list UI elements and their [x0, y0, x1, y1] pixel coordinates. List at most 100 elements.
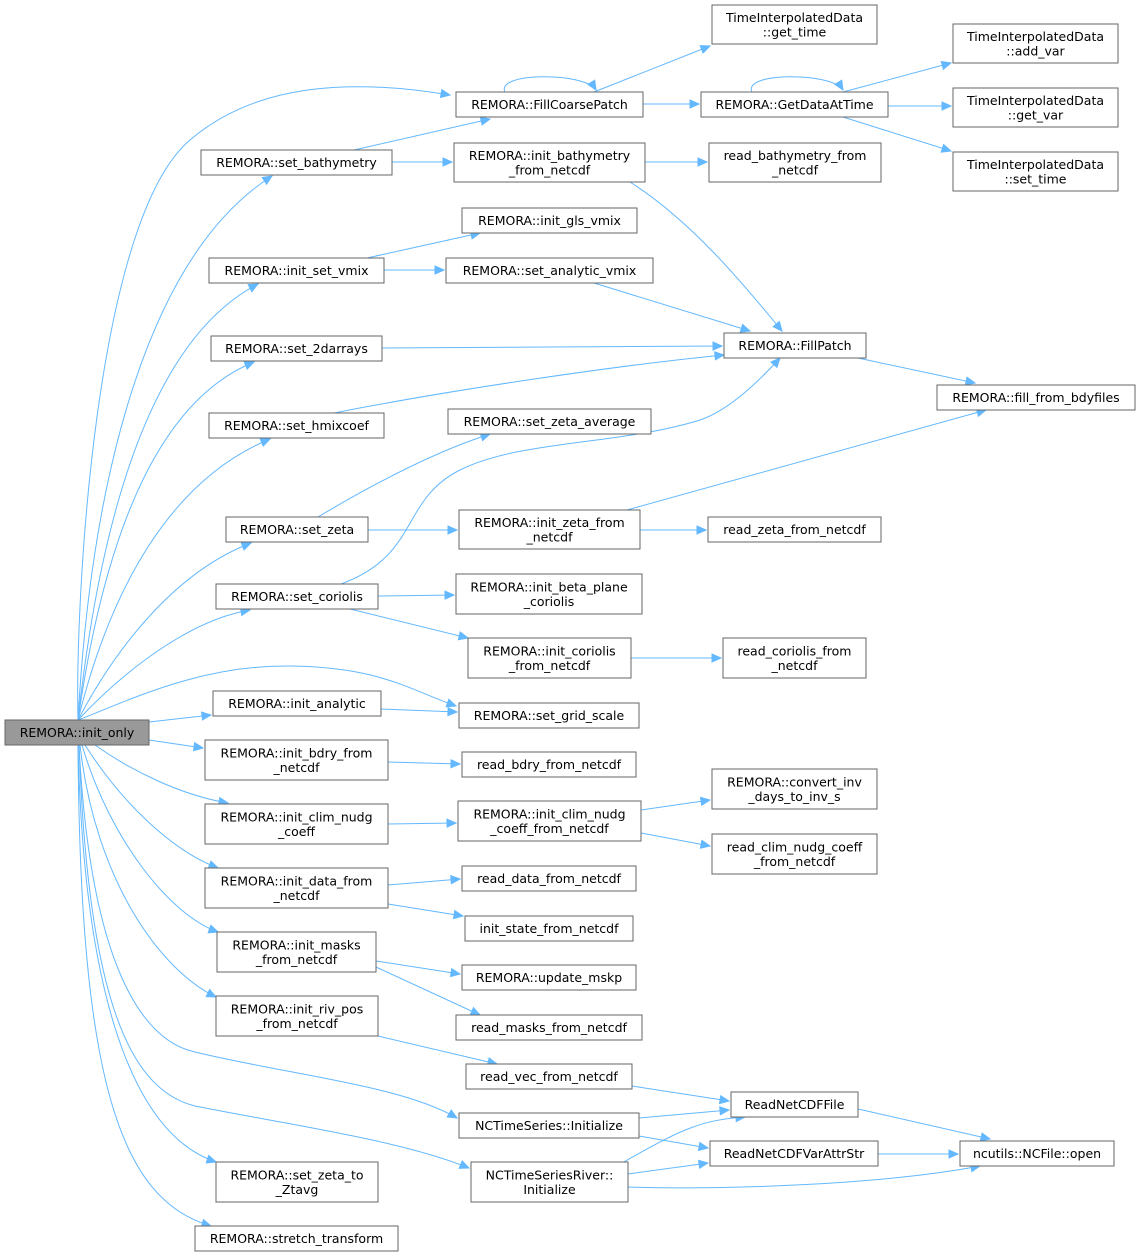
node-convert_inv[interactable]: REMORA::convert_inv_days_to_inv_s [711, 768, 878, 810]
node-fillpatch[interactable]: REMORA::FillPatch [723, 332, 867, 359]
node-set_coriolis[interactable]: REMORA::set_coriolis [215, 583, 379, 610]
node-box [4, 719, 150, 746]
edge-fill_coarse-to-tid_get_time [593, 45, 711, 93]
node-tid_get_time[interactable]: TimeInterpolatedData::get_time [711, 4, 878, 45]
node-tid_add_var[interactable]: TimeInterpolatedData::add_var [952, 23, 1119, 64]
node-set_2darrays[interactable]: REMORA::set_2darrays [210, 335, 383, 362]
node-read_bdry_nc[interactable]: read_bdry_from_netcdf [461, 751, 637, 778]
node-init_masks_nc[interactable]: REMORA::init_masks_from_netcdf [216, 931, 377, 973]
node-init_only[interactable]: REMORA::init_only [4, 719, 150, 746]
node-init_clim_nudg[interactable]: REMORA::init_clim_nudg_coeff [204, 803, 389, 845]
node-label: TimeInterpolatedData [966, 29, 1104, 44]
node-box [457, 800, 642, 842]
arrowhead-init_analytic [201, 711, 213, 721]
node-label: REMORA::init_only [20, 725, 135, 740]
node-box [212, 690, 382, 717]
arrowhead-tid_get_time [699, 45, 712, 54]
node-label: read_coriolis_from [738, 643, 852, 658]
node-read_masks_nc[interactable]: read_masks_from_netcdf [455, 1014, 643, 1041]
node-label: _coeff_from_netcdf [489, 821, 609, 836]
node-set_zeta_ztavg[interactable]: REMORA::set_zeta_to_Ztavg [215, 1161, 379, 1203]
node-read_data_nc[interactable]: read_data_from_netcdf [461, 865, 637, 892]
node-label: REMORA::convert_inv [727, 774, 862, 789]
node-box [455, 91, 644, 118]
arrowhead-read_netcdf_file [718, 1094, 731, 1105]
node-init_clim_nudg_nc[interactable]: REMORA::init_clim_nudg_coeff_from_netcdf [457, 800, 642, 842]
node-label: ReadNetCDFFile [745, 1097, 845, 1112]
node-label: TimeInterpolatedData [966, 93, 1104, 108]
node-label: REMORA::init_masks [232, 937, 360, 952]
node-init_data_nc[interactable]: REMORA::init_data_from_netcdf [204, 867, 389, 909]
node-tid_set_time[interactable]: TimeInterpolatedData::set_time [952, 151, 1119, 192]
node-label: read_bathymetry_from [724, 148, 867, 163]
arrowhead-ncfile_open [948, 1149, 960, 1159]
node-fill_coarse[interactable]: REMORA::FillCoarsePatch [455, 91, 644, 118]
node-label: read_masks_from_netcdf [471, 1020, 627, 1035]
edge-init_only-to-init_clim_nudg [94, 744, 229, 804]
node-read_zeta_nc[interactable]: read_zeta_from_netcdf [707, 516, 882, 543]
edge-init_analytic-to-set_grid_scale [380, 708, 458, 713]
edge-init_only-to-init_set_vmix [77, 283, 259, 721]
node-read_clim_nudg[interactable]: read_clim_nudg_coeff_from_netcdf [711, 833, 878, 875]
node-init_set_vmix[interactable]: REMORA::init_set_vmix [208, 257, 385, 284]
node-init_coriolis_nc[interactable]: REMORA::init_coriolis_from_netcdf [467, 637, 632, 679]
node-init_riv_pos[interactable]: REMORA::init_riv_pos_from_netcdf [215, 995, 379, 1037]
arrowhead-init_data_nc [207, 860, 220, 870]
node-update_mskp[interactable]: REMORA::update_mskp [461, 964, 637, 991]
node-label: read_data_from_netcdf [477, 871, 621, 886]
node-set_grid_scale[interactable]: REMORA::set_grid_scale [458, 702, 640, 729]
node-nc_ts_init[interactable]: NCTimeSeries::Initialize [458, 1112, 640, 1139]
node-init_analytic[interactable]: REMORA::init_analytic [212, 690, 382, 717]
node-init_bdry_nc[interactable]: REMORA::init_bdry_from_netcdf [204, 739, 389, 781]
arrowhead-ncfile_open [979, 1132, 992, 1142]
node-fill_bdy[interactable]: REMORA::fill_from_bdyfiles [936, 384, 1136, 411]
node-box [700, 91, 889, 118]
node-init_zeta_nc[interactable]: REMORA::init_zeta_from_netcdf [458, 509, 641, 550]
node-label: _from_netcdf [255, 1016, 338, 1031]
node-read_var_attr[interactable]: ReadNetCDFVarAttrStr [709, 1140, 879, 1167]
arrowhead-init_coriolis_nc [457, 631, 470, 641]
node-set_analytic_vmix[interactable]: REMORA::set_analytic_vmix [445, 257, 654, 284]
node-init_state_nc[interactable]: init_state_from_netcdf [464, 915, 634, 942]
arrowhead-init_set_vmix [247, 283, 260, 293]
node-label: REMORA::set_analytic_vmix [463, 263, 637, 278]
node-init_gls_vmix[interactable]: REMORA::init_gls_vmix [461, 207, 638, 234]
node-box [204, 803, 389, 845]
edge-init_clim_nudg-to-init_clim_nudg_nc [387, 822, 457, 825]
node-init_beta[interactable]: REMORA::init_beta_plane_coriolis [455, 573, 643, 615]
arrowhead-init_bdry_nc [192, 741, 205, 752]
edge-set_coriolis-to-init_coriolis_nc [349, 608, 469, 639]
node-box [470, 1161, 629, 1203]
edge-nc_ts_init-to-read_var_attr [638, 1135, 709, 1149]
node-read_vec_nc[interactable]: read_vec_from_netcdf [465, 1063, 633, 1090]
edge-init_bathy_nc-to-fillpatch [629, 181, 783, 332]
node-label: REMORA::init_clim_nudg [220, 809, 372, 824]
node-label: REMORA::init_beta_plane [470, 579, 628, 594]
node-set_bathymetry[interactable]: REMORA::set_bathymetry [200, 149, 393, 176]
node-nc_ts_river[interactable]: NCTimeSeriesRiver::Initialize [470, 1161, 629, 1203]
edge-init_only-to-stretch [77, 744, 212, 1227]
node-box [200, 149, 393, 176]
node-tid_get_var[interactable]: TimeInterpolatedData::get_var [952, 87, 1119, 128]
node-label: _netcdf [526, 529, 574, 544]
node-read_coriolis_nc[interactable]: read_coriolis_from_netcdf [722, 637, 867, 679]
node-ncfile_open[interactable]: ncutils::NCFile::open [959, 1140, 1115, 1167]
arrowhead-nc_ts_init [446, 1109, 459, 1119]
node-label: _from_netcdf [508, 658, 591, 673]
node-read_bathy_nc[interactable]: read_bathymetry_from_netcdf [708, 142, 882, 183]
node-label: _netcdf [771, 162, 819, 177]
node-set_zeta_avg[interactable]: REMORA::set_zeta_average [447, 408, 652, 435]
edge-nc_ts_river-to-ncfile_open [627, 1165, 981, 1189]
arrowhead-set_2darrays [243, 361, 256, 370]
node-stretch[interactable]: REMORA::stretch_transform [194, 1225, 399, 1252]
node-read_netcdf_file[interactable]: ReadNetCDFFile [730, 1091, 859, 1118]
node-set_zeta[interactable]: REMORA::set_zeta [225, 516, 369, 543]
arrowhead-read_coriolis_nc [711, 653, 723, 663]
node-label: _Ztavg [275, 1182, 319, 1197]
node-box [461, 751, 637, 778]
node-init_bathy_nc[interactable]: REMORA::init_bathymetry_from_netcdf [453, 142, 646, 183]
node-label: _from_netcdf [508, 162, 591, 177]
arrowhead-set_grid_scale [447, 706, 459, 717]
node-set_hmixcoef[interactable]: REMORA::set_hmixcoef [208, 412, 385, 439]
node-get_data_at_time[interactable]: REMORA::GetDataAtTime [700, 91, 889, 118]
